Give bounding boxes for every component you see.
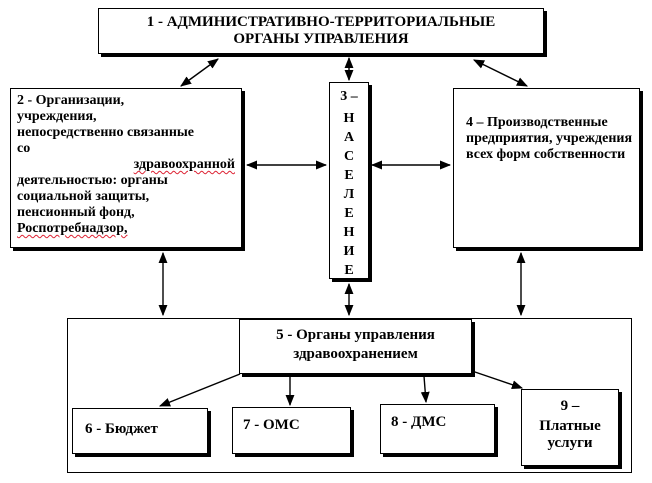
node-3-letter: И — [343, 244, 355, 259]
node-5-health-authorities: 5 - Органы управления здравоохранением — [239, 319, 472, 374]
node-5-line2: здравоохранением — [293, 346, 418, 362]
node-8-dms: 8 - ДМС — [380, 404, 495, 454]
node-8-text: 8 - ДМС — [391, 414, 447, 430]
node-7-oms: 7 - ОМС — [232, 407, 351, 454]
node-2-line: здравоохранной — [133, 157, 235, 172]
node-9-line1: 9 – — [560, 398, 580, 414]
node-3-label: 3 – — [340, 89, 358, 104]
node-9-line3: услуги — [547, 435, 593, 451]
edge-n1-n4 — [472, 59, 529, 87]
node-2-line: 2 - Организации, — [17, 93, 125, 108]
node-3-population: 3 – Н А С Е Л Е Н И Е — [329, 82, 369, 279]
node-3-letter: Е — [344, 263, 354, 278]
node-2-line: Роспотребнадзор, — [17, 221, 128, 236]
node-3-letters: Н А С Е Л Е Н И Е — [330, 109, 368, 280]
node-3-letter: С — [343, 149, 355, 164]
node-2-line: непосредственно связанные — [17, 125, 195, 140]
edge-n5-n6 — [158, 373, 241, 407]
edge-n1-n2 — [180, 58, 219, 87]
node-1-admin-bodies: 1 - АДМИНИСТРАТИВНО-ТЕРРИТОРИАЛЬНЫЕ ОРГА… — [98, 8, 544, 54]
node-6-text: 6 - Бюджет — [85, 421, 158, 437]
node-2-line: социальной защиты, — [17, 189, 150, 204]
node-4-enterprises: 4 – Производственные предприятия, учрежд… — [453, 88, 640, 248]
node-6-budget: 6 - Бюджет — [72, 408, 208, 454]
node-2-line: пенсионный фонд, — [17, 205, 135, 220]
node-3-letter: Е — [344, 206, 354, 221]
node-2-organizations: 2 - Организации, учреждения, непосредств… — [10, 88, 242, 248]
node-9-paid-services: 9 – Платные услуги — [521, 389, 619, 466]
node-1-line2: ОРГАНЫ УПРАВЛЕНИЯ — [233, 31, 409, 47]
node-5-line1: 5 - Органы управления — [276, 327, 435, 343]
node-3-letter: Л — [343, 187, 355, 202]
node-3-letter: Е — [344, 168, 354, 183]
edge-n5-n9 — [471, 370, 524, 389]
node-1-line1: 1 - АДМИНИСТРАТИВНО-ТЕРРИТОРИАЛЬНЫЕ — [146, 14, 496, 30]
node-4-text: 4 – Производственные предприятия, учрежд… — [466, 115, 633, 162]
node-3-letter: Н — [343, 111, 355, 126]
node-9-line2: Платные — [539, 418, 601, 434]
node-2-line: деятельностью: органы — [17, 173, 168, 188]
node-3-letter: А — [343, 130, 355, 145]
edge-n5-n8 — [420, 375, 430, 404]
node-2-line: учреждения, — [17, 109, 97, 124]
node-7-text: 7 - ОМС — [243, 417, 300, 433]
node-3-letter: Н — [343, 225, 355, 240]
node-2-line: со — [17, 141, 31, 156]
